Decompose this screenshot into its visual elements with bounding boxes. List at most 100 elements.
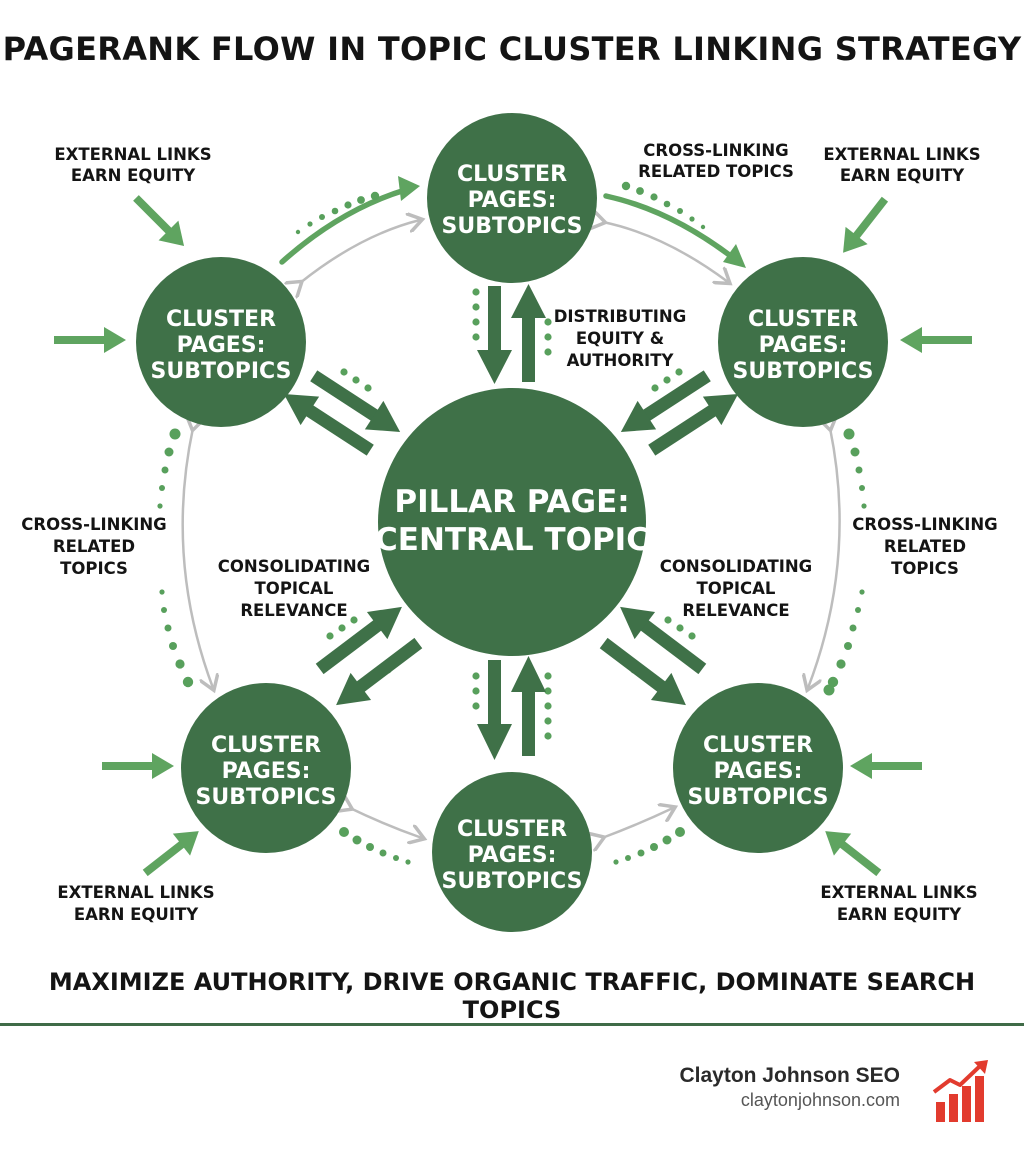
cluster-label-line: CLUSTER bbox=[703, 733, 813, 758]
spoke-arrow-lower-left-out bbox=[336, 637, 423, 706]
cluster-label-line: PAGES: bbox=[177, 333, 266, 358]
flow-arrow-upper-right bbox=[603, 193, 735, 260]
label-external-links: EARN EQUITY bbox=[74, 905, 199, 924]
ext-arrow-top-left bbox=[133, 195, 185, 247]
label-cross-linking: TOPICS bbox=[60, 559, 128, 578]
cluster-label-line: PAGES: bbox=[759, 333, 848, 358]
brand-block: Clayton Johnson SEO claytonjohnson.com bbox=[679, 1064, 900, 1111]
cross-link-arrow-top-left bbox=[300, 220, 420, 283]
cross-link-arrow-top-right bbox=[603, 222, 728, 282]
spoke-arrows bbox=[283, 284, 739, 760]
spoke-arrow-lower-left-in bbox=[315, 606, 402, 675]
cross-link-arrow-bottom-left bbox=[350, 808, 422, 838]
ext-arrow-right-low bbox=[850, 753, 922, 779]
dots-bottom-left bbox=[339, 827, 411, 865]
spoke-arrow-bottom-down bbox=[477, 660, 512, 760]
label-cross-linking: RELATED bbox=[53, 537, 135, 556]
annotation-labels: EXTERNAL LINKS EARN EQUITY EXTERNAL LINK… bbox=[21, 141, 997, 924]
label-consolidating: TOPICAL bbox=[697, 579, 776, 598]
cluster-node-bottom: CLUSTER PAGES: SUBTOPICS bbox=[432, 772, 592, 932]
label-external-links: EARN EQUITY bbox=[840, 166, 965, 185]
label-consolidating: TOPICAL bbox=[255, 579, 334, 598]
ext-arrow-left-mid bbox=[54, 327, 126, 353]
tagline: MAXIMIZE AUTHORITY, DRIVE ORGANIC TRAFFI… bbox=[48, 968, 976, 1024]
cluster-label-line: PAGES: bbox=[468, 188, 557, 213]
label-external-links: EXTERNAL LINKS bbox=[823, 145, 980, 164]
spoke-arrow-top-down bbox=[477, 286, 512, 384]
ext-arrow-bottom-right bbox=[825, 831, 882, 877]
label-consolidating: RELEVANCE bbox=[682, 601, 789, 620]
cluster-node-lower-right: CLUSTER PAGES: SUBTOPICS bbox=[673, 683, 843, 853]
ext-arrow-top-right bbox=[843, 196, 889, 253]
label-cross-linking: RELATED bbox=[884, 537, 966, 556]
pillar-line-1: PILLAR PAGE: bbox=[394, 484, 629, 520]
spoke-arrow-upper-left-in bbox=[310, 370, 401, 432]
external-link-arrows bbox=[54, 195, 972, 877]
label-external-links: EXTERNAL LINKS bbox=[57, 883, 214, 902]
label-distributing: DISTRIBUTING bbox=[554, 307, 687, 326]
cross-link-arrow-right bbox=[808, 428, 841, 688]
dots-upper-right bbox=[621, 181, 706, 230]
cluster-label-line: CLUSTER bbox=[166, 307, 276, 332]
page-title: PAGERANK FLOW IN TOPIC CLUSTER LINKING S… bbox=[2, 30, 1022, 68]
label-distributing: AUTHORITY bbox=[567, 351, 675, 370]
spoke-arrow-bottom-up bbox=[511, 656, 546, 756]
cross-link-arrows bbox=[181, 220, 841, 838]
ext-arrow-bottom-left bbox=[142, 831, 199, 877]
brand-name: Clayton Johnson SEO bbox=[679, 1064, 900, 1087]
dots-left-vertical bbox=[157, 428, 194, 688]
cluster-label-line: CLUSTER bbox=[457, 162, 567, 187]
pillar-line-2: CENTRAL TOPIC bbox=[375, 522, 649, 558]
label-consolidating: CONSOLIDATING bbox=[218, 557, 370, 576]
cross-link-arrow-bottom-right bbox=[602, 808, 673, 838]
equity-flow-arrows bbox=[279, 176, 746, 268]
label-consolidating: RELEVANCE bbox=[240, 601, 347, 620]
label-cross-linking: CROSS-LINKING bbox=[643, 141, 788, 160]
cluster-node-lower-left: CLUSTER PAGES: SUBTOPICS bbox=[181, 683, 351, 853]
cluster-label-line: CLUSTER bbox=[748, 307, 858, 332]
cluster-node-top: CLUSTER PAGES: SUBTOPICS bbox=[427, 113, 597, 283]
bar-chart-trend-icon bbox=[932, 1060, 988, 1122]
label-cross-linking: CROSS-LINKING bbox=[21, 515, 166, 534]
cluster-label-line: CLUSTER bbox=[211, 733, 321, 758]
cluster-label-line: SUBTOPICS bbox=[151, 359, 292, 384]
spoke-arrow-lower-right-out bbox=[599, 637, 686, 706]
pagerank-flow-diagram: PILLAR PAGE: CENTRAL TOPIC CLUSTER PAGES… bbox=[21, 113, 998, 932]
cluster-node-upper-right: CLUSTER PAGES: SUBTOPICS bbox=[718, 257, 888, 427]
label-cross-linking: RELATED TOPICS bbox=[638, 162, 794, 181]
cluster-label-line: SUBTOPICS bbox=[442, 214, 583, 239]
label-cross-linking: TOPICS bbox=[891, 559, 959, 578]
label-distributing: EQUITY & bbox=[576, 329, 664, 348]
cluster-label-line: SUBTOPICS bbox=[442, 869, 583, 894]
cluster-label-line: PAGES: bbox=[468, 843, 557, 868]
cluster-label-line: SUBTOPICS bbox=[688, 785, 829, 810]
spoke-arrow-lower-right-in bbox=[620, 606, 707, 675]
label-external-links: EARN EQUITY bbox=[71, 166, 196, 185]
cluster-label-line: SUBTOPICS bbox=[196, 785, 337, 810]
label-consolidating: CONSOLIDATING bbox=[660, 557, 812, 576]
cluster-node-upper-left: CLUSTER PAGES: SUBTOPICS bbox=[136, 257, 306, 427]
dots-spoke-top bbox=[472, 288, 552, 356]
divider bbox=[0, 1023, 1024, 1026]
ext-arrow-right-mid bbox=[900, 327, 972, 353]
ext-arrow-left-low bbox=[102, 753, 174, 779]
spoke-arrow-upper-right-out bbox=[648, 394, 739, 456]
cross-link-arrow-left bbox=[181, 428, 213, 688]
cluster-label-line: SUBTOPICS bbox=[733, 359, 874, 384]
dots-right-vertical bbox=[823, 428, 867, 696]
dots-spoke-bottom bbox=[472, 672, 552, 740]
label-cross-linking: CROSS-LINKING bbox=[852, 515, 997, 534]
brand-url: claytonjohnson.com bbox=[740, 1090, 900, 1110]
pillar-node: PILLAR PAGE: CENTRAL TOPIC bbox=[375, 388, 649, 656]
label-external-links: EXTERNAL LINKS bbox=[820, 883, 977, 902]
dots-upper-left bbox=[295, 191, 380, 235]
dots-bottom-right bbox=[613, 827, 685, 865]
cluster-label-line: PAGES: bbox=[222, 759, 311, 784]
cluster-label-line: PAGES: bbox=[714, 759, 803, 784]
spoke-arrow-upper-right-in bbox=[620, 370, 711, 432]
spoke-arrow-upper-left-out bbox=[283, 394, 374, 456]
spoke-arrow-top-up bbox=[511, 284, 546, 382]
label-external-links: EARN EQUITY bbox=[837, 905, 962, 924]
label-external-links: EXTERNAL LINKS bbox=[54, 145, 211, 164]
flow-arrow-upper-left bbox=[279, 187, 408, 265]
